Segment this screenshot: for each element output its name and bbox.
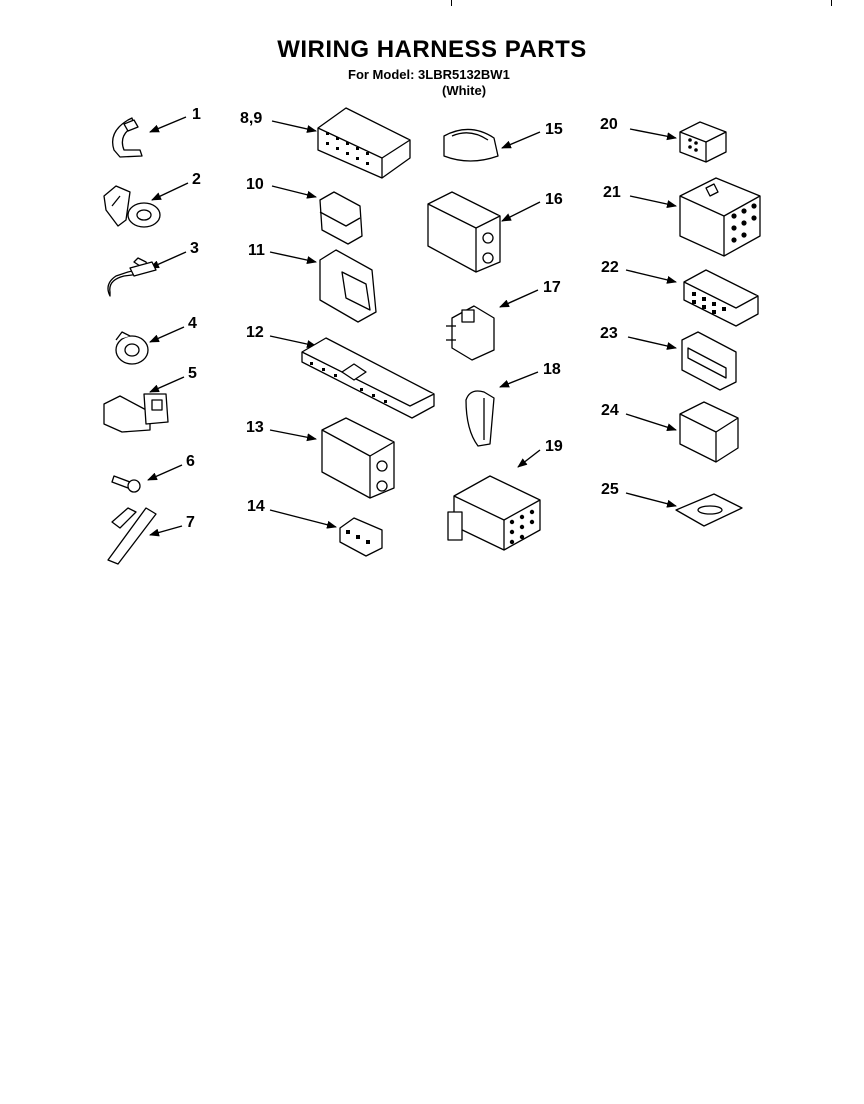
callout-24: 24 [601,402,619,419]
callout-11: 11 [248,242,265,259]
leader-arrow [270,336,317,348]
leader-arrow [499,290,538,307]
callout-4: 4 [188,315,197,332]
leader-arrow [517,450,540,468]
part-13-connector [322,418,394,498]
callout-12: 12 [246,324,264,341]
callout-5: 5 [188,365,197,382]
leader-arrow [626,414,677,432]
callout-21: 21 [603,184,621,201]
part-2-cable-clamp [104,186,160,227]
callout-15: 15 [545,121,563,138]
part-21-housing [680,178,760,256]
part-8-9-multipin-connector [318,108,410,178]
callout-13: 13 [246,419,264,436]
leader-arrow [272,186,317,199]
leader-arrow [626,493,677,508]
part-15-sleeve [444,129,498,161]
part-22-connector [684,270,758,326]
part-17-cross-connector [446,306,494,360]
leader-arrow [270,510,337,529]
callout-16: 16 [545,191,563,208]
part-details [310,132,757,545]
leader-arrow [149,117,186,132]
part-25-plate [676,494,742,526]
model-number: For Model: 3LBR5132BW1 [348,67,510,82]
part-23-connector [682,332,736,390]
callout-20: 20 [600,116,618,133]
callout-22: 22 [601,259,619,276]
callout-23: 23 [600,325,618,342]
callout-14: 14 [247,498,265,515]
leader-arrow [630,129,677,141]
part-4-ring-grommet [116,332,148,364]
callout-19: 19 [545,438,563,455]
part-12-terminal-strip [302,338,434,418]
leader-arrow [630,196,677,208]
leader-arrow [149,327,184,342]
callout-3: 3 [190,240,199,257]
leader-arrow [628,337,677,350]
leader-arrow [147,465,182,480]
part-5-bracket [104,394,168,432]
leader-arrow [272,121,317,133]
part-20-small-block [680,122,726,162]
part-16-connector [428,192,500,272]
page-edge-mark [831,0,832,6]
callout-1: 1 [192,106,201,123]
leader-arrow [149,252,186,268]
leader-arrow [626,270,677,284]
color-variant: (White) [442,83,487,98]
leader-arrow [501,202,540,221]
callout-7: 7 [186,514,195,531]
leader-arrow [149,377,184,392]
part-7-strip [108,508,156,564]
leader-arrow [499,372,538,387]
leader-arrow [270,430,317,442]
part-1-clip [113,118,142,157]
leader-arrow [151,183,188,200]
callout-6: 6 [186,453,195,470]
part-18-clip [466,391,494,446]
callout-10: 10 [246,176,264,193]
part-10-connector [320,192,362,244]
part-3-wire-clip [108,258,156,296]
callout-2: 2 [192,171,201,188]
callout-17: 17 [543,279,561,296]
page-title: WIRING HARNESS PARTS [277,36,587,63]
callout-8-9: 8,9 [240,110,263,127]
part-24-connector-block [680,402,738,462]
callout-18: 18 [543,361,561,378]
page-edge-mark [451,0,452,6]
leader-arrow [149,526,182,537]
callout-25: 25 [601,481,619,498]
part-19-large-connector [448,476,540,550]
leader-arrow [501,132,540,148]
leader-arrows [147,117,677,537]
part-6-screw [112,476,140,492]
leader-arrow [270,252,317,264]
part-14-small-connector [340,518,382,556]
part-11-connector [320,250,376,322]
